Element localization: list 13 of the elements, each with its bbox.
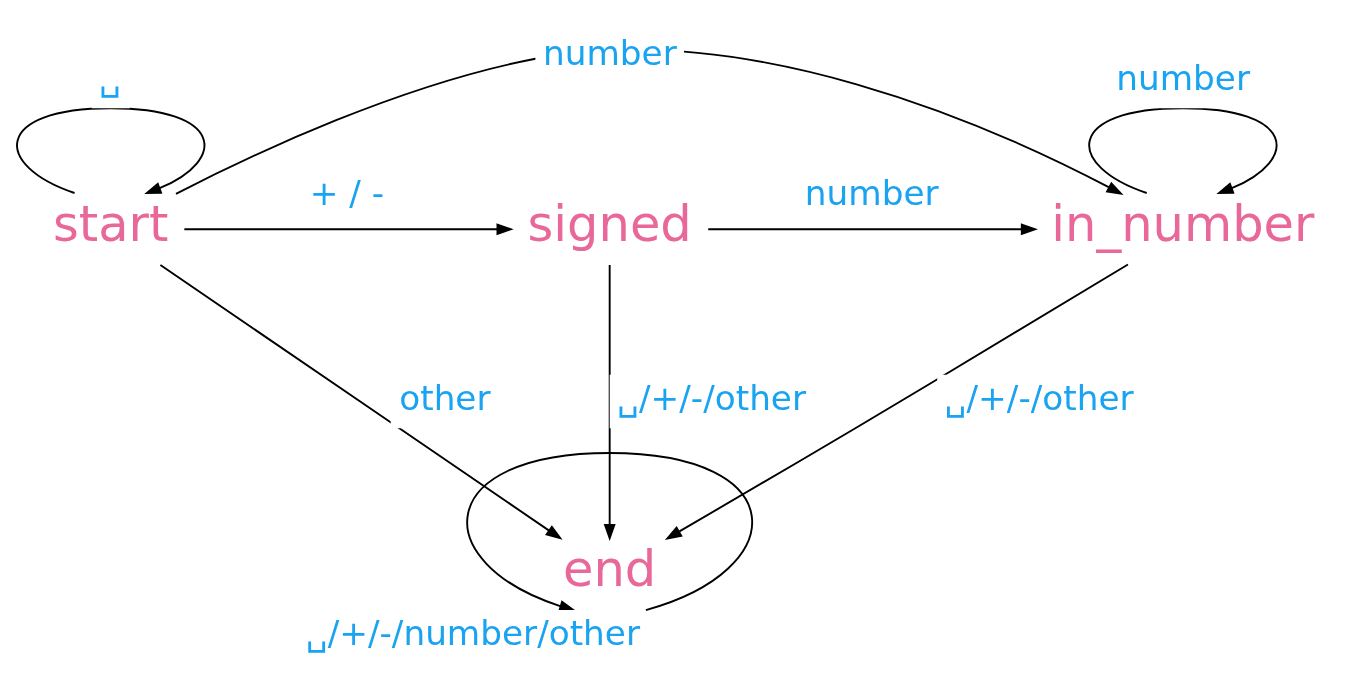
node-text: signed	[527, 195, 692, 254]
node-text: end	[563, 539, 657, 598]
edge-label: number	[543, 33, 677, 74]
edge-label: other	[399, 377, 491, 418]
edge-label: number	[804, 173, 939, 214]
edge-label: + / -	[309, 173, 385, 214]
edge-label: ␣	[99, 57, 122, 98]
edge-label: ␣/+/-/number/other	[305, 613, 640, 654]
edge-label: number	[1116, 57, 1250, 98]
edge-label: ␣/+/-/other	[617, 377, 807, 418]
node-text: start	[53, 195, 169, 254]
edge-label: ␣/+/-/other	[944, 377, 1134, 418]
node-text: in_number	[1051, 195, 1315, 254]
